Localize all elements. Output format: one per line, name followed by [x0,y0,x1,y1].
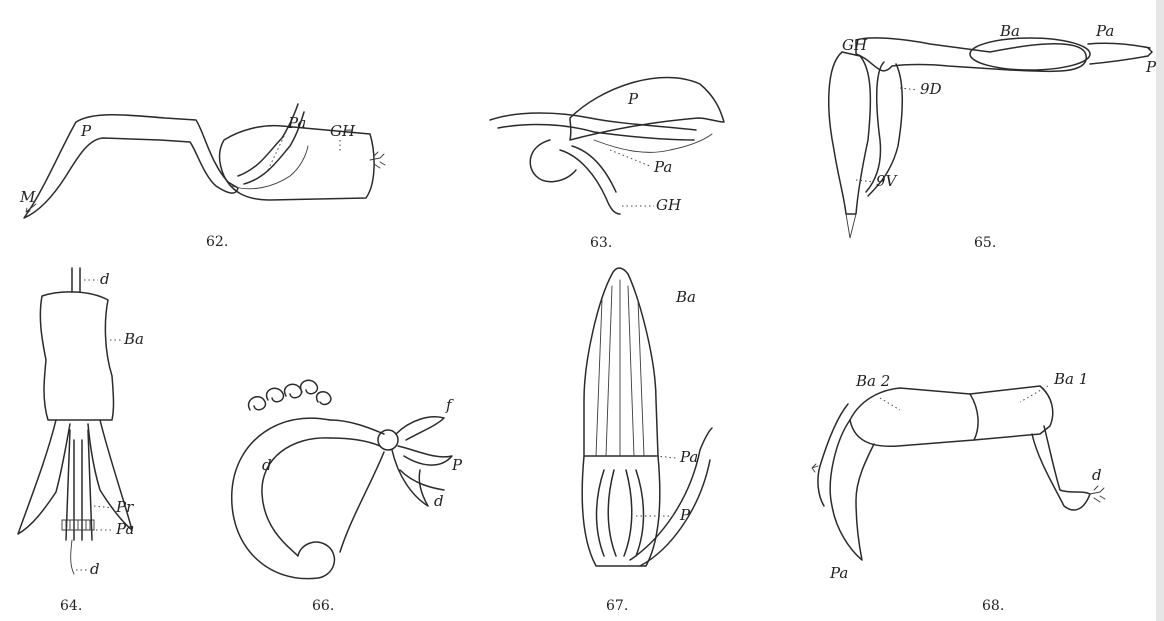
fig62-label-p: P [80,122,92,140]
fig65-left-lobe [829,52,871,214]
fig65-stem-outline [856,38,1086,71]
fig65-label-9v: 9V [876,172,899,190]
fig67-ribs [596,280,644,456]
fig68-ba2-leader [880,398,900,410]
fig67-lower-body [582,456,660,566]
fig63-label-gh: GH [656,196,682,214]
fig64-left-arm [18,420,70,534]
fig68-pa-arm [830,420,874,560]
fig62-label-m: M [19,188,36,206]
fig68-number: 68. [982,598,1004,614]
fig66-label-d-branch: d [434,492,444,510]
fig62-number: 62. [206,234,228,250]
fig63-penis-outline [570,78,724,141]
fig68-segment-2 [850,388,978,446]
fig67-basal-outline [584,268,658,456]
fig66-f-branch [396,417,444,440]
fig68-left-arm [818,404,848,506]
fig64-label-pr: Pr [115,498,134,516]
fig63-basal-lobe [530,140,576,182]
figure-66: d f P d 66. [232,380,463,614]
fig64-duct-top [72,268,80,292]
fig66-label-f: f [445,396,454,414]
fig64-label-ba: Ba [123,330,144,348]
fig64-label-d-top: d [100,270,110,288]
fig62-penis-outline [24,115,238,218]
fig65-number: 65. [974,235,996,251]
fig64-label-pa: Pa [115,520,134,538]
fig65-label-gh: GH [842,36,868,54]
fig66-label-p: P [451,456,463,474]
fig66-connector [340,452,384,552]
fig68-label-ba2: Ba 2 [855,372,890,390]
fig65-paramere-tip [1088,43,1152,64]
fig63-number: 63. [590,235,612,251]
figure-67: Ba Pa P 67. [582,268,712,614]
fig63-label-pa: Pa [653,158,672,176]
fig65-basal-segment [970,38,1090,70]
fig62-label-pa: Pa [287,114,306,132]
fig63-paramere [490,113,696,140]
fig66-label-d-loop: d [262,456,272,474]
figure-62: P Pa GH M 62. [19,104,385,250]
fig68-label-pa: Pa [829,564,848,582]
fig68-label-ba1: Ba 1 [1053,370,1088,388]
fig62-hatch [370,152,385,168]
fig67-label-pa: Pa [679,448,698,466]
fig65-tail [846,214,856,238]
fig63-lower-curve [594,134,712,152]
fig66-number: 66. [312,598,334,614]
fig64-number: 64. [60,598,82,614]
fig68-hatch [1090,486,1105,502]
figure-65: GH Ba Pa P 9D 9V 65. [829,22,1157,251]
figure-63: P Pa GH 63. [490,78,724,252]
fig63-sheath [560,146,620,214]
fig67-parameres [597,470,644,556]
fig66-coils [249,380,331,410]
fig65-label-9d: 9D [920,80,942,98]
fig64-label-d-bottom: d [90,560,100,578]
fig66-tube [330,420,384,446]
fig65-label-ba: Ba [999,22,1020,40]
fig68-segment-1 [970,386,1053,440]
fig68-distal-arm [1032,426,1090,510]
page-edge-shadow [1156,0,1164,621]
fig68-arrow [812,464,818,472]
figure-68: Ba 2 Ba 1 d Pa 68. [812,370,1105,614]
fig68-label-d: d [1092,466,1102,484]
fig65-label-pa: Pa [1095,22,1114,40]
fig66-bulb [378,430,398,450]
fig67-number: 67. [606,598,628,614]
figure-64: d Ba Pr Pa d 64. [18,268,144,614]
fig67-label-p: P [679,506,691,524]
fig67-label-ba: Ba [675,288,696,306]
fig64-lower-duct [71,540,74,574]
fig64-basal-part [40,292,113,420]
fig66-p-branch [398,446,452,465]
fig62-label-gh: GH [330,122,356,140]
fig66-large-loop [232,418,335,579]
fig65-9v-leader [856,180,874,182]
fig67-pa-leader [656,456,676,458]
fig63-label-p: P [627,90,639,108]
